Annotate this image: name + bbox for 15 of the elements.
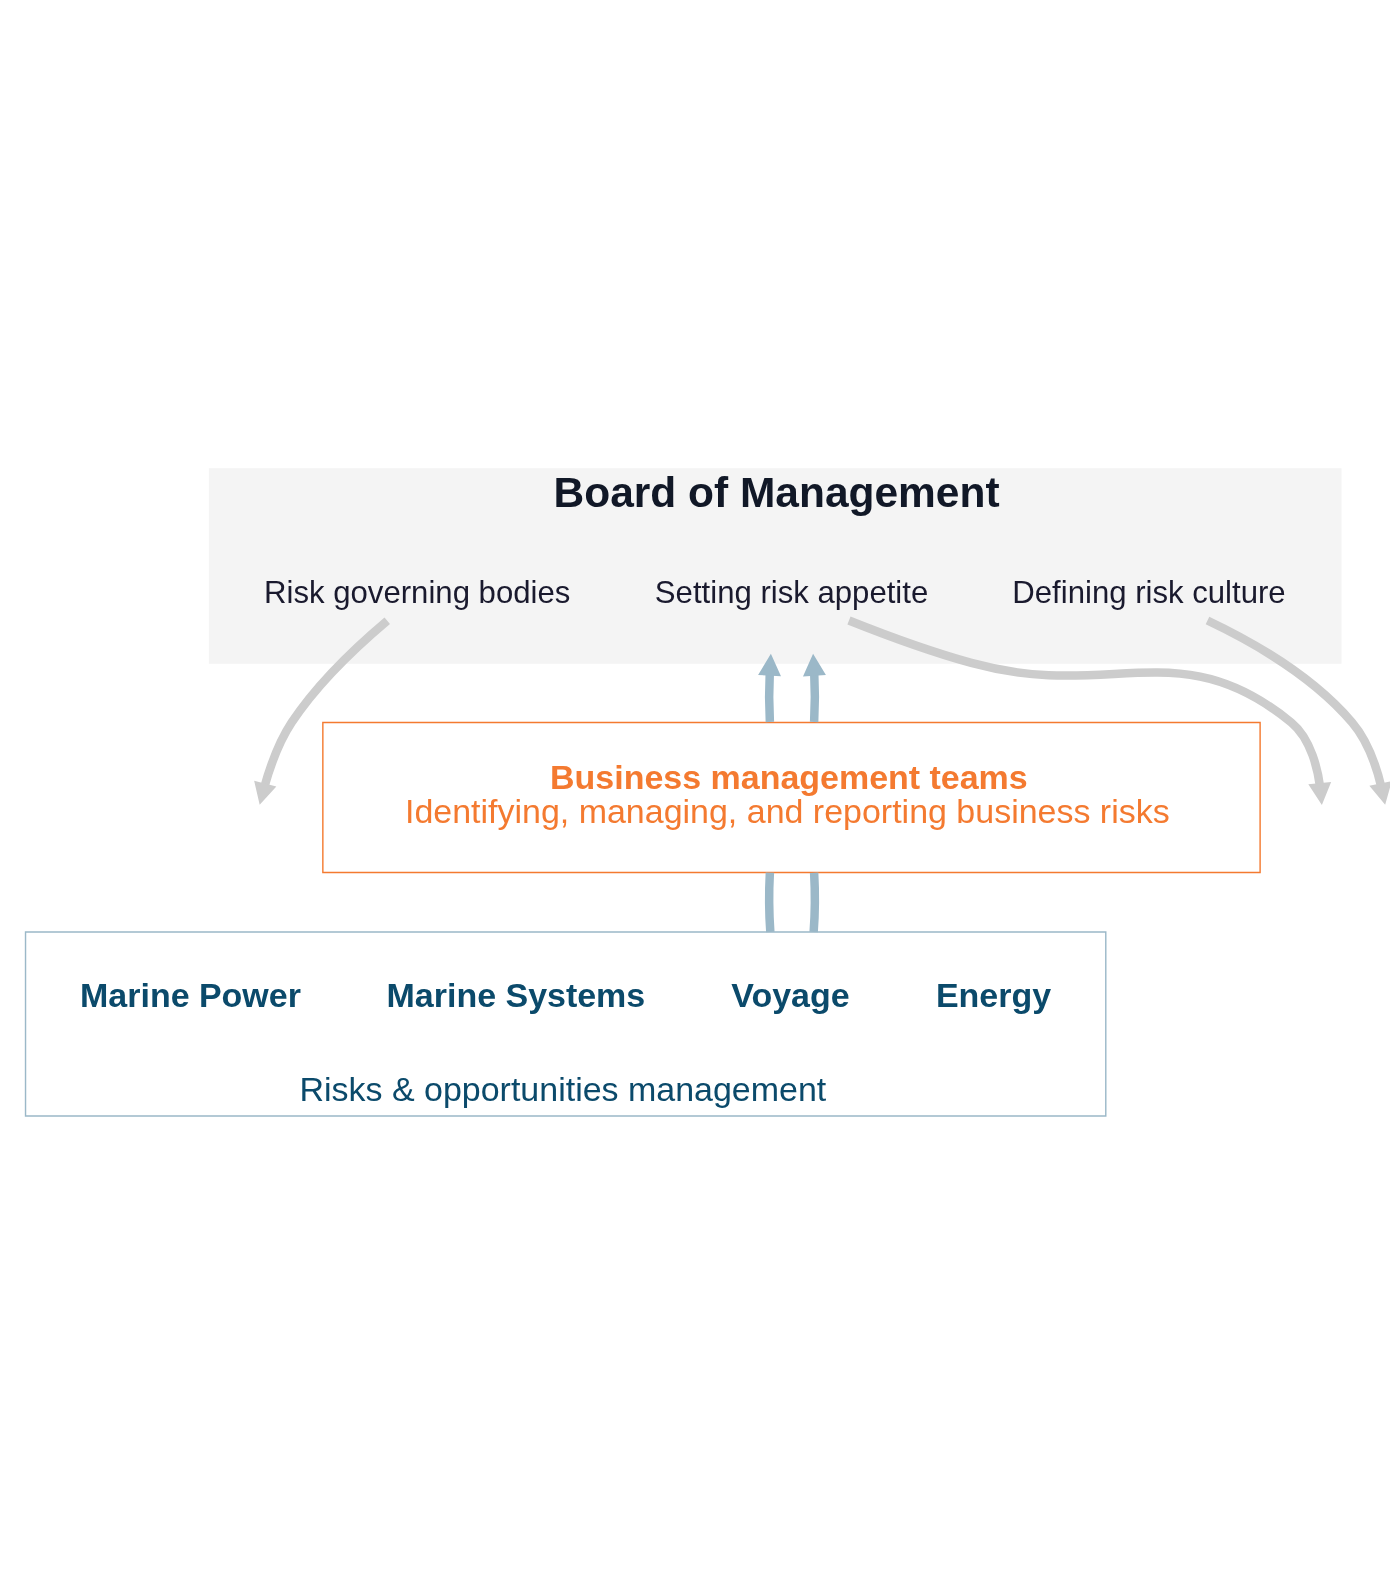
arrow [1205,616,1390,805]
node-text: Risk governing bodies [264,574,571,610]
arrow [803,653,826,723]
arrow [847,616,1332,805]
connector [764,872,775,933]
node-text: Energy [935,976,1052,1015]
node-text: Voyage [731,976,850,1015]
node-text: Marine Systems [386,976,646,1015]
node-text: Defining risk culture [1012,574,1286,610]
node-text: Setting risk appetite [654,574,929,610]
node-text: Marine Power [80,976,301,1015]
connector [809,872,820,933]
arrow [254,617,390,805]
arrow [758,653,781,723]
node-box: Business management teams Identifying, managing, and reporting business risks [322,721,1261,874]
